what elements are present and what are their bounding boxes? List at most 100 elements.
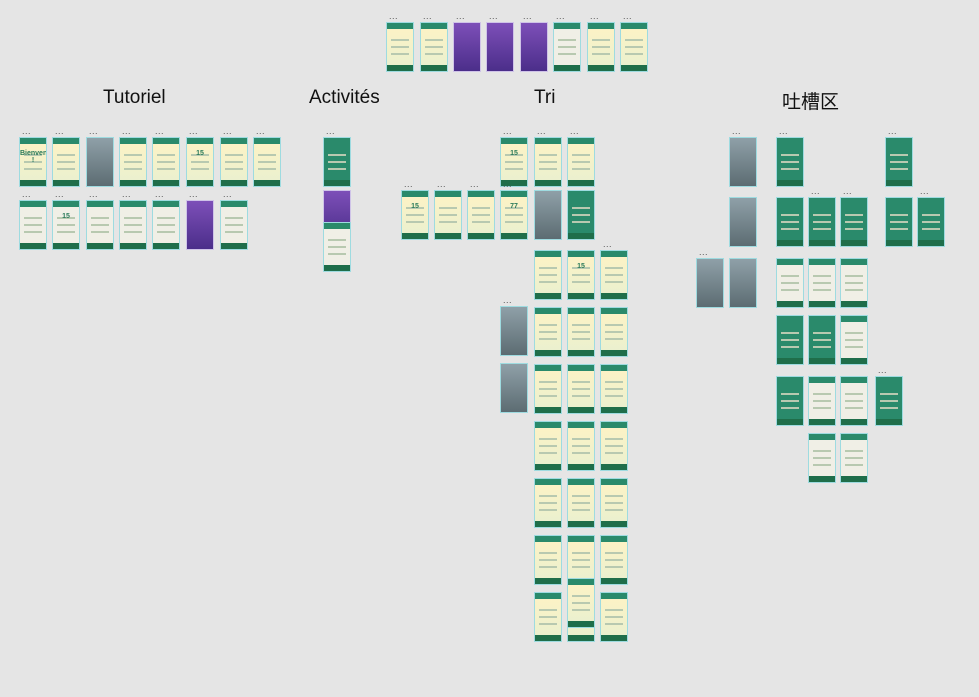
artboard-menu-dots[interactable]: ... bbox=[779, 126, 789, 136]
artboard-thumbnail[interactable] bbox=[534, 307, 562, 357]
artboard-menu-dots[interactable]: ... bbox=[590, 11, 600, 21]
artboard-thumbnail[interactable]: 15 bbox=[401, 190, 429, 240]
artboard-menu-dots[interactable]: ... bbox=[22, 189, 32, 199]
artboard-thumbnail[interactable] bbox=[587, 22, 615, 72]
artboard-thumbnail[interactable] bbox=[220, 137, 248, 187]
artboard-thumbnail[interactable] bbox=[534, 250, 562, 300]
artboard-menu-dots[interactable]: ... bbox=[189, 189, 199, 199]
artboard-menu-dots[interactable]: ... bbox=[122, 126, 132, 136]
artboard-thumbnail[interactable] bbox=[186, 200, 214, 250]
artboard-thumbnail[interactable] bbox=[600, 250, 628, 300]
artboard-thumbnail[interactable] bbox=[534, 535, 562, 585]
artboard-thumbnail[interactable] bbox=[534, 421, 562, 471]
artboard-thumbnail[interactable]: 15 bbox=[52, 200, 80, 250]
artboard-thumbnail[interactable] bbox=[776, 258, 804, 308]
artboard-menu-dots[interactable]: ... bbox=[155, 126, 165, 136]
artboard-thumbnail[interactable] bbox=[875, 376, 903, 426]
artboard-thumbnail[interactable] bbox=[600, 478, 628, 528]
artboard-thumbnail[interactable] bbox=[917, 197, 945, 247]
artboard-thumbnail[interactable] bbox=[323, 137, 351, 187]
artboard-menu-dots[interactable]: ... bbox=[223, 189, 233, 199]
artboard-thumbnail[interactable] bbox=[534, 190, 562, 240]
artboard-thumbnail[interactable] bbox=[534, 364, 562, 414]
artboard-menu-dots[interactable]: ... bbox=[523, 11, 533, 21]
artboard-menu-dots[interactable]: ... bbox=[920, 186, 930, 196]
artboard-menu-dots[interactable]: ... bbox=[389, 11, 399, 21]
artboard-menu-dots[interactable]: ... bbox=[537, 126, 547, 136]
artboard-menu-dots[interactable]: ... bbox=[326, 126, 336, 136]
artboard-thumbnail[interactable] bbox=[776, 376, 804, 426]
artboard-thumbnail[interactable] bbox=[808, 197, 836, 247]
artboard-thumbnail[interactable] bbox=[600, 307, 628, 357]
artboard-thumbnail[interactable] bbox=[808, 315, 836, 365]
artboard-thumbnail[interactable] bbox=[840, 376, 868, 426]
artboard-menu-dots[interactable]: ... bbox=[437, 179, 447, 189]
artboard-thumbnail[interactable] bbox=[119, 200, 147, 250]
artboard-thumbnail[interactable] bbox=[567, 478, 595, 528]
artboard-thumbnail[interactable] bbox=[152, 137, 180, 187]
artboard-thumbnail[interactable] bbox=[620, 22, 648, 72]
artboard-thumbnail[interactable] bbox=[520, 22, 548, 72]
artboard-thumbnail[interactable] bbox=[19, 200, 47, 250]
artboard-menu-dots[interactable]: ... bbox=[256, 126, 266, 136]
artboard-thumbnail[interactable] bbox=[386, 22, 414, 72]
artboard-menu-dots[interactable]: ... bbox=[423, 11, 433, 21]
artboard-thumbnail[interactable] bbox=[323, 222, 351, 272]
artboard-menu-dots[interactable]: ... bbox=[503, 295, 513, 305]
artboard-thumbnail[interactable] bbox=[808, 376, 836, 426]
artboard-thumbnail[interactable] bbox=[776, 315, 804, 365]
artboard-thumbnail[interactable] bbox=[600, 592, 628, 642]
artboard-thumbnail[interactable] bbox=[776, 197, 804, 247]
artboard-thumbnail[interactable] bbox=[567, 364, 595, 414]
artboard-menu-dots[interactable]: ... bbox=[503, 179, 513, 189]
artboard-thumbnail[interactable] bbox=[567, 307, 595, 357]
artboard-menu-dots[interactable]: ... bbox=[570, 126, 580, 136]
artboard-menu-dots[interactable]: ... bbox=[878, 365, 888, 375]
artboard-menu-dots[interactable]: ... bbox=[732, 126, 742, 136]
artboard-thumbnail[interactable]: Bienvenue ! bbox=[19, 137, 47, 187]
artboard-menu-dots[interactable]: ... bbox=[489, 11, 499, 21]
artboard-thumbnail[interactable] bbox=[500, 363, 528, 413]
artboard-menu-dots[interactable]: ... bbox=[55, 126, 65, 136]
artboard-thumbnail[interactable] bbox=[86, 200, 114, 250]
artboard-menu-dots[interactable]: ... bbox=[89, 126, 99, 136]
artboard-thumbnail[interactable] bbox=[776, 137, 804, 187]
artboard-menu-dots[interactable]: ... bbox=[888, 126, 898, 136]
artboard-menu-dots[interactable]: ... bbox=[223, 126, 233, 136]
artboard-thumbnail[interactable] bbox=[808, 433, 836, 483]
artboard-thumbnail[interactable] bbox=[553, 22, 581, 72]
artboard-menu-dots[interactable]: ... bbox=[503, 126, 513, 136]
artboard-thumbnail[interactable]: 77 bbox=[500, 190, 528, 240]
artboard-menu-dots[interactable]: ... bbox=[603, 239, 613, 249]
artboard-menu-dots[interactable]: ... bbox=[699, 247, 709, 257]
artboard-thumbnail[interactable] bbox=[534, 137, 562, 187]
artboard-thumbnail[interactable]: 15 bbox=[186, 137, 214, 187]
artboard-thumbnail[interactable] bbox=[885, 137, 913, 187]
artboard-thumbnail[interactable] bbox=[729, 258, 757, 308]
artboard-thumbnail[interactable] bbox=[119, 137, 147, 187]
artboard-thumbnail[interactable] bbox=[600, 364, 628, 414]
artboard-thumbnail[interactable] bbox=[467, 190, 495, 240]
artboard-thumbnail[interactable] bbox=[600, 535, 628, 585]
artboard-thumbnail[interactable] bbox=[840, 315, 868, 365]
artboard-menu-dots[interactable]: ... bbox=[155, 189, 165, 199]
artboard-menu-dots[interactable]: ... bbox=[556, 11, 566, 21]
artboard-thumbnail[interactable] bbox=[567, 578, 595, 628]
artboard-menu-dots[interactable]: ... bbox=[811, 186, 821, 196]
artboard-thumbnail[interactable] bbox=[840, 433, 868, 483]
artboard-thumbnail[interactable] bbox=[534, 478, 562, 528]
artboard-menu-dots[interactable]: ... bbox=[189, 126, 199, 136]
artboard-thumbnail[interactable] bbox=[885, 197, 913, 247]
artboard-menu-dots[interactable]: ... bbox=[22, 126, 32, 136]
artboard-menu-dots[interactable]: ... bbox=[623, 11, 633, 21]
artboard-thumbnail[interactable] bbox=[534, 592, 562, 642]
artboard-thumbnail[interactable]: 15 bbox=[567, 250, 595, 300]
artboard-thumbnail[interactable] bbox=[600, 421, 628, 471]
artboard-thumbnail[interactable] bbox=[696, 258, 724, 308]
artboard-thumbnail[interactable] bbox=[729, 137, 757, 187]
artboard-menu-dots[interactable]: ... bbox=[122, 189, 132, 199]
artboard-thumbnail[interactable]: 15 bbox=[500, 137, 528, 187]
artboard-thumbnail[interactable] bbox=[86, 137, 114, 187]
artboard-thumbnail[interactable] bbox=[567, 190, 595, 240]
